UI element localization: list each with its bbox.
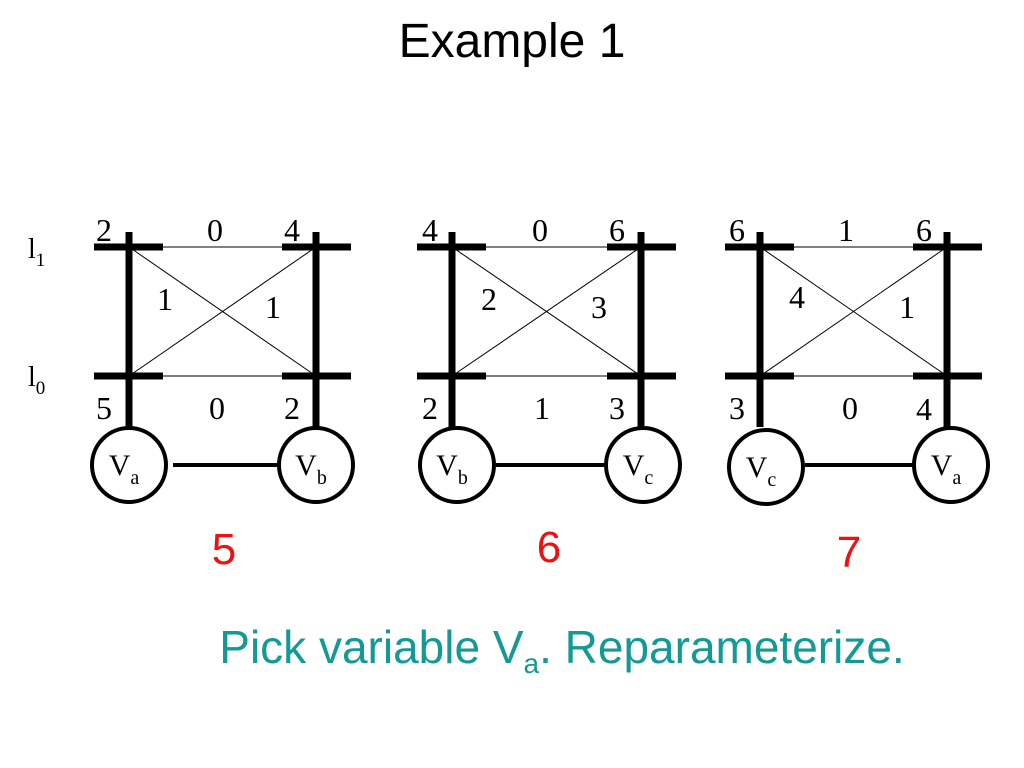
node-label-left: Vc [746,451,777,491]
caption: Pick variable Va. Reparameterize. [0,620,1024,678]
edge-value-diagonal-right: 1 [265,289,281,325]
edge-value-bottom: 0 [209,390,225,426]
node-circle-right [277,426,355,504]
corner-value-bottom-left: 2 [422,390,438,426]
node-circle-left [418,426,496,504]
edge-value-bottom: 1 [534,390,550,426]
corner-value-top-right: 4 [284,212,300,248]
corner-value-bottom-right: 4 [916,391,932,427]
edge-value-top: 1 [838,212,854,248]
edge-diagonal-up-line [128,246,317,377]
corner-value-top-left: 6 [729,212,745,248]
corner-value-bottom-right: 3 [609,390,625,426]
corner-value-top-right: 6 [609,212,625,248]
level-label-l1: l1 [28,234,45,271]
edge-diagonal-up-line [759,246,948,377]
panel-bc: 4 6 2 3 0 1 2 3 Vb Vc 6 [417,212,682,572]
slide-title: Example 1 [398,15,626,68]
node-label-right: Va [931,449,962,489]
corner-value-bottom-left: 3 [729,390,745,426]
caption-text-before: Pick variable V [219,621,524,673]
edge-value-diagonal-right: 1 [899,289,915,325]
corner-value-top-left: 2 [96,212,112,248]
corner-value-top-right: 6 [916,212,932,248]
caption-text-after: . Reparameterize. [539,621,905,673]
panel-total: 7 [837,528,861,577]
node-circle-right [604,426,682,504]
panel-ab: 2 4 5 2 0 0 1 1 Va Vb 5 [90,212,355,574]
edge-value-top: 0 [207,212,223,248]
edge-value-diagonal-left: 2 [481,281,497,317]
panel-ca: 6 6 3 4 1 0 4 1 Vc Va 7 [725,212,990,577]
edge-value-bottom: 0 [842,390,858,426]
node-label-right: Vc [623,449,654,489]
node-label-right: Vb [295,449,327,489]
node-circle-left [727,428,805,506]
panel-total: 5 [212,525,236,574]
panel-total: 6 [537,523,561,572]
node-label-left: Vb [436,449,468,489]
level-label-l0: l0 [28,362,45,399]
corner-value-bottom-left: 5 [96,390,112,426]
edge-value-diagonal-left: 4 [789,279,805,315]
caption-subscript: a [523,648,540,679]
edge-value-top: 0 [532,212,548,248]
node-circle-right [912,426,990,504]
edge-diagonal-up-line [451,246,642,377]
corner-value-bottom-right: 2 [284,390,300,426]
node-circle-left [90,426,168,504]
corner-value-top-left: 4 [422,212,438,248]
edge-value-diagonal-right: 3 [591,289,607,325]
edge-value-diagonal-left: 1 [157,281,173,317]
node-label-left: Va [109,449,140,489]
